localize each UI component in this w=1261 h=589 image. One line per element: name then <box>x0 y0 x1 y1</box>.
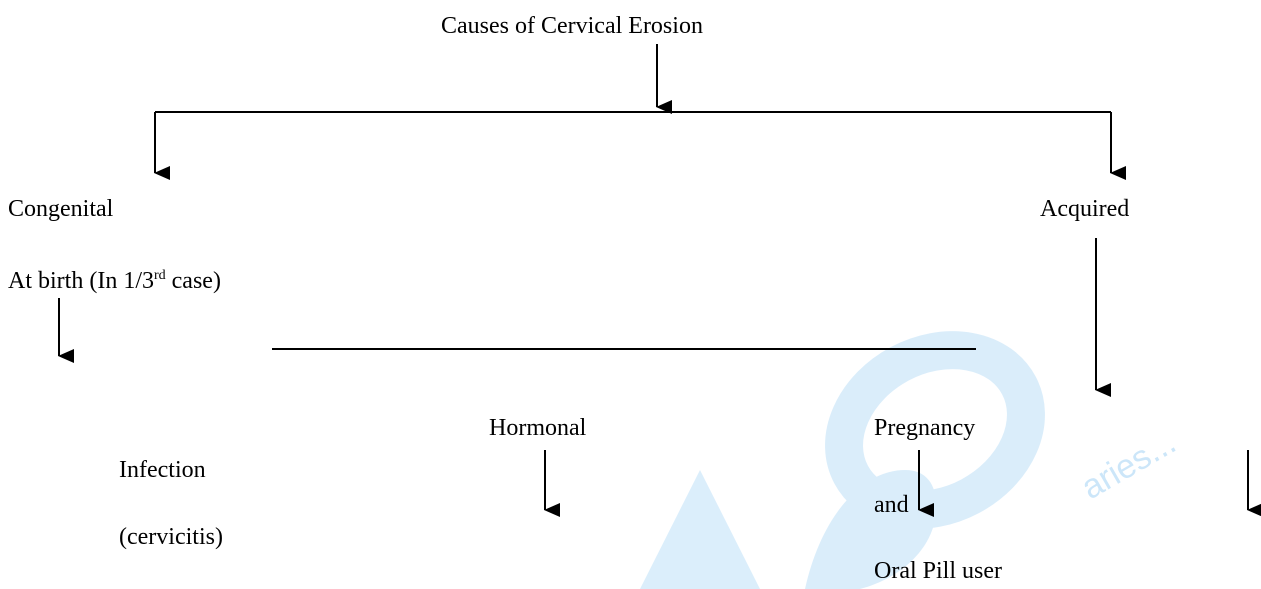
at-birth-suffix: case) <box>165 268 221 294</box>
diagram-title: Causes of Cervical Erosion <box>441 13 703 39</box>
node-pregnancy: Pregnancy <box>874 415 976 441</box>
node-and: and <box>874 492 909 518</box>
node-hormonal: Hormonal <box>489 415 587 441</box>
node-oral-pill: Oral Pill user <box>874 558 1002 584</box>
node-cervicitis: (cervicitis) <box>119 524 223 550</box>
node-acquired: Acquired <box>1040 196 1130 222</box>
node-infection: Infection <box>119 457 206 483</box>
node-congenital: Congenital <box>8 196 114 222</box>
at-birth-prefix: At birth (In 1/3 <box>8 268 154 294</box>
at-birth-sup: rd <box>153 268 166 283</box>
node-at-birth: At birth (In 1/3rd case) <box>8 267 221 295</box>
